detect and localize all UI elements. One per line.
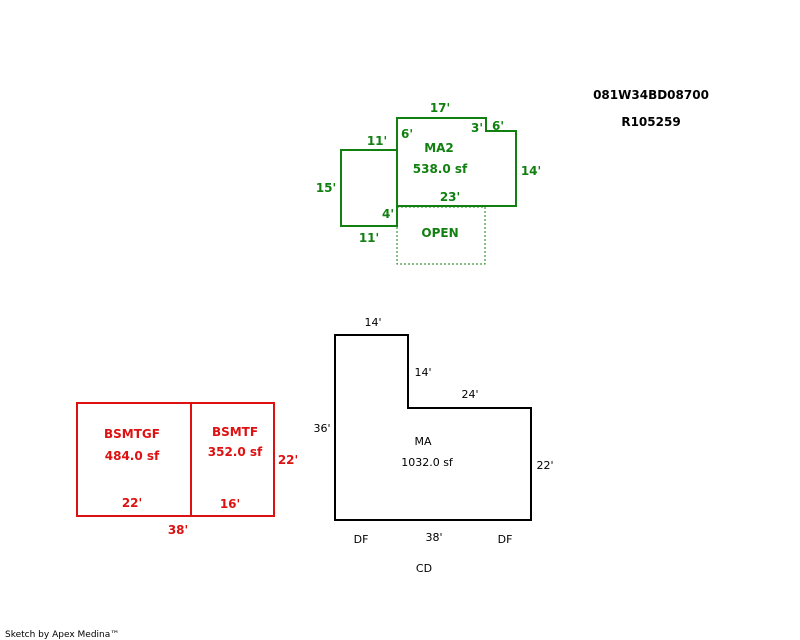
ma2-dim-left: 15' xyxy=(316,181,336,195)
account-id: R105259 xyxy=(621,115,680,129)
ma2-dim-notch-right: 6' xyxy=(492,119,504,133)
ma-dim-inner-vertical: 14' xyxy=(414,366,431,379)
open-label: OPEN xyxy=(421,226,458,240)
bsmtgf-width: 22' xyxy=(122,496,142,510)
ma-dim-left: 36' xyxy=(313,422,330,435)
ma2-dim-bottom: 23' xyxy=(440,190,460,204)
parcel-id: 081W34BD08700 xyxy=(593,88,709,102)
ma2-dim-right: 14' xyxy=(521,164,541,178)
basement-area: BSMTGF 484.0 sf 22' BSMTF 352.0 sf 16' 2… xyxy=(76,402,298,537)
open-porch-outline xyxy=(396,206,486,265)
bsmtgf-label: BSMTGF xyxy=(104,427,160,441)
ma2-area-value: 538.0 sf xyxy=(413,162,468,176)
ma2-dim-bottom-left: 11' xyxy=(359,231,379,245)
bsmtf-label: BSMTF xyxy=(212,425,258,439)
ma2-dim-top: 17' xyxy=(430,101,450,115)
df-right-label: DF xyxy=(498,533,513,546)
basement-height: 22' xyxy=(278,453,298,467)
ma2-dim-inner-step: 6' xyxy=(401,127,413,141)
ma-label: MA xyxy=(414,435,431,448)
bsmtf-area: 352.0 sf xyxy=(208,445,263,459)
basement-outline xyxy=(76,402,275,517)
cd-label: CD xyxy=(416,562,432,575)
ma-dim-bottom: 38' xyxy=(425,531,442,544)
ma-dim-top: 14' xyxy=(364,316,381,329)
ma-dim-right: 22' xyxy=(536,459,553,472)
ma2-label: MA2 xyxy=(424,141,454,155)
basement-total-width: 38' xyxy=(168,523,188,537)
ma2-dim-notch-left: 3' xyxy=(471,121,483,135)
ma2-dim-small-step: 4' xyxy=(382,207,394,221)
df-left-label: DF xyxy=(354,533,369,546)
ma2-outline xyxy=(340,117,517,227)
ma2-dim-left-step-top: 11' xyxy=(367,134,387,148)
ma2-area: MA2 538.0 sf OPEN 17' 11' 6' 3' 6' 14' 1… xyxy=(316,101,541,265)
bsmtf-width: 16' xyxy=(220,497,240,511)
sketch-credit: Sketch by Apex Medina™ xyxy=(5,630,119,640)
bsmtgf-area: 484.0 sf xyxy=(105,449,160,463)
ma-outline xyxy=(334,334,532,521)
ma-dim-inner-horizontal: 24' xyxy=(461,388,478,401)
ma-area-value: 1032.0 sf xyxy=(401,456,454,469)
ma-area: MA 1032.0 sf 14' 14' 24' 36' 22' 38' DF … xyxy=(313,316,553,575)
